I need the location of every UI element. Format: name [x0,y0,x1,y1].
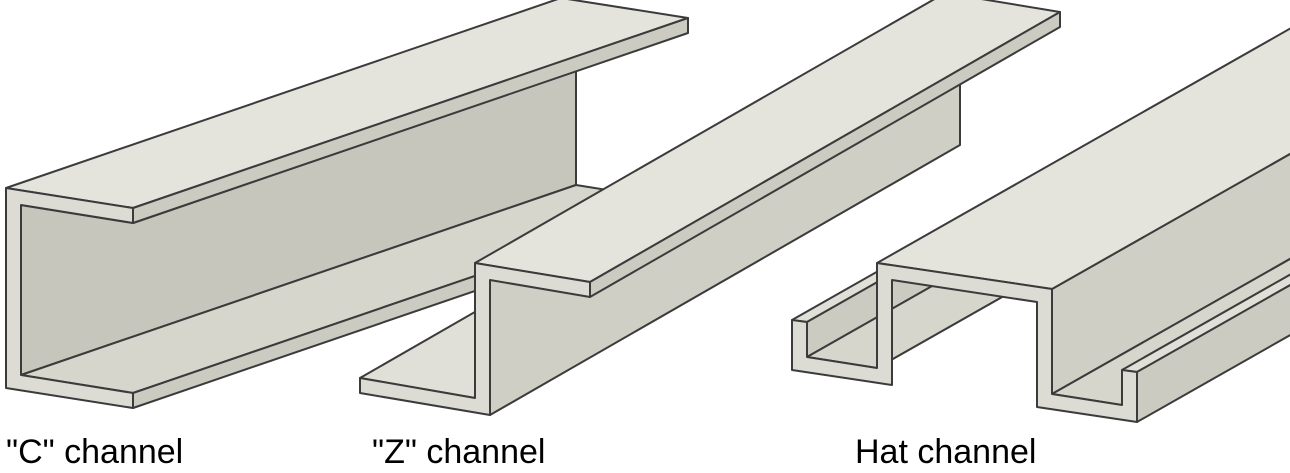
z-channel-front-face [359,262,591,416]
hat-channel-front-face [791,262,1138,423]
hat-channel-label: Hat channel [855,433,1037,471]
c-channel-front-face [5,187,134,409]
z-channel-drawing [359,0,1061,416]
z-channel-label: "Z" channel [372,433,546,471]
c-channel-label: "C" channel [6,433,184,471]
hat-channel-drawing [791,27,1290,423]
